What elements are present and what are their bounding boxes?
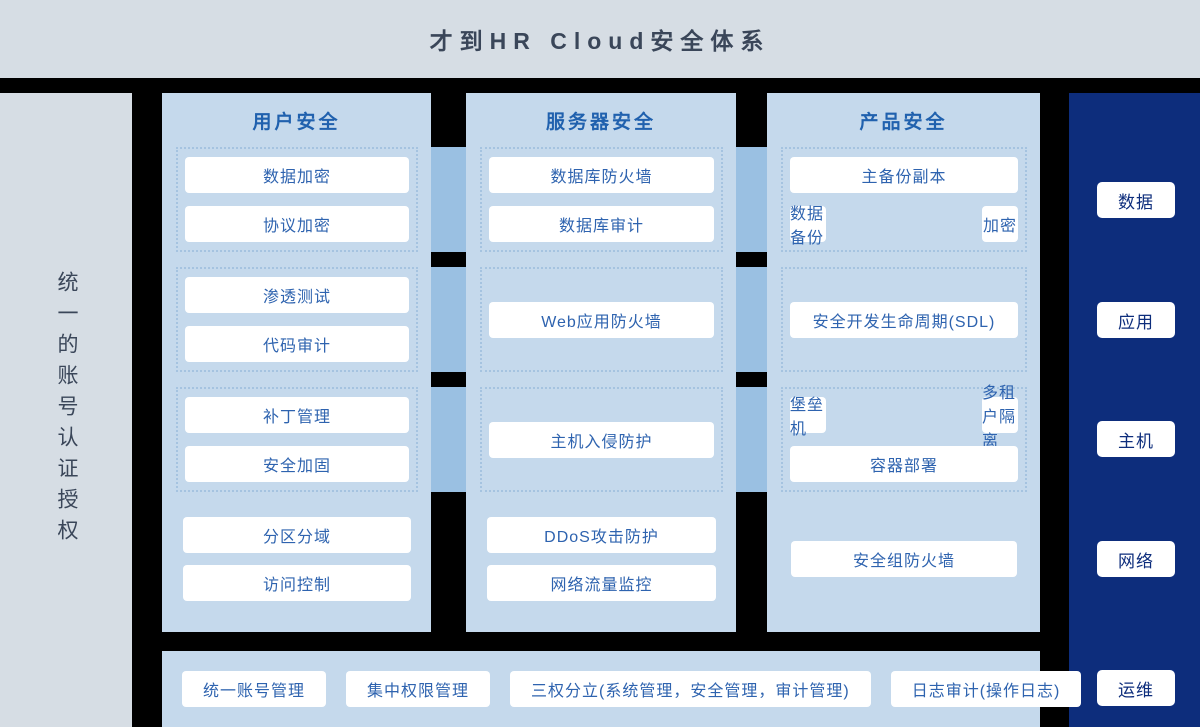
column-header: 服务器安全	[545, 111, 656, 133]
column-user-security: 用户安全 数据加密 协议加密 渗透测试 代码审计 补丁管理 安全加固 分区分域 …	[162, 93, 431, 632]
item-button[interactable]: 安全加固	[185, 446, 409, 482]
group-box: 渗透测试 代码审计	[176, 267, 418, 372]
item-button[interactable]: 渗透测试	[185, 277, 409, 313]
item-button[interactable]: 加密	[982, 206, 1018, 242]
rail-item-application[interactable]: 应用	[1097, 302, 1175, 338]
item-button[interactable]: DDoS攻击防护	[487, 517, 716, 553]
connector-band	[431, 147, 466, 252]
connector-band	[736, 147, 767, 252]
connector-band	[736, 267, 767, 372]
item-button[interactable]: 补丁管理	[185, 397, 409, 433]
bottom-bar: 统一账号管理 集中权限管理 三权分立(系统管理，安全管理，审计管理) 日志审计(…	[162, 651, 1082, 727]
column-footer: DDoS攻击防护 网络流量监控	[487, 517, 716, 601]
title-bar: 才到HR Cloud安全体系	[0, 0, 1200, 78]
item-button[interactable]: 三权分立(系统管理，安全管理，审计管理)	[510, 671, 871, 707]
group-box: 主备份副本 数据备份 加密	[781, 147, 1027, 252]
group-box: Web应用防火墙	[480, 267, 723, 372]
item-button[interactable]: 安全开发生命周期(SDL)	[790, 301, 1018, 338]
rail-item-host[interactable]: 主机	[1097, 421, 1175, 457]
item-button[interactable]: 主机入侵防护	[489, 421, 714, 458]
item-button[interactable]: 集中权限管理	[346, 671, 491, 707]
left-sidebar-label: 统一的账号认证授权	[55, 270, 78, 550]
group-box: 安全开发生命周期(SDL)	[781, 267, 1027, 372]
column-header: 用户安全	[252, 111, 341, 133]
connector-band	[736, 387, 767, 492]
item-button[interactable]: Web应用防火墙	[489, 301, 714, 338]
item-button[interactable]: 代码审计	[185, 326, 409, 362]
column-header: 产品安全	[859, 111, 948, 133]
page-title: 才到HR Cloud安全体系	[429, 28, 771, 54]
item-button[interactable]: 访问控制	[183, 565, 411, 601]
item-button[interactable]: 数据备份	[790, 206, 826, 247]
item-button[interactable]: 数据库审计	[489, 206, 714, 242]
connector-band	[431, 267, 466, 372]
item-button[interactable]: 堡垒机	[790, 397, 826, 438]
item-button[interactable]: 数据加密	[185, 157, 409, 193]
item-button[interactable]: 安全组防火墙	[791, 541, 1017, 577]
item-button[interactable]: 主备份副本	[790, 157, 1018, 193]
button-row: 堡垒机 多租户隔离	[790, 385, 1018, 450]
rail-item-network[interactable]: 网络	[1097, 541, 1175, 577]
item-button[interactable]: 分区分域	[183, 517, 411, 553]
group-box: 数据加密 协议加密	[176, 147, 418, 252]
column-server-security: 服务器安全 数据库防火墙 数据库审计 Web应用防火墙 主机入侵防护 DDoS攻…	[466, 93, 736, 632]
item-button[interactable]: 日志审计(操作日志)	[890, 671, 1082, 707]
item-button[interactable]: 容器部署	[790, 446, 1018, 482]
rail-item-data[interactable]: 数据	[1097, 182, 1175, 218]
right-sidebar: 数据 应用 主机 网络 运维	[1069, 93, 1200, 727]
column-product-security: 产品安全 主备份副本 数据备份 加密 安全开发生命周期(SDL) 堡垒机 多租户…	[767, 93, 1040, 632]
rail-item-operations[interactable]: 运维	[1097, 670, 1175, 706]
group-box: 补丁管理 安全加固	[176, 387, 418, 492]
group-box: 堡垒机 多租户隔离 容器部署	[781, 385, 1027, 492]
button-row: 数据备份 加密	[790, 206, 1018, 247]
group-box: 数据库防火墙 数据库审计	[480, 147, 723, 252]
item-button[interactable]: 多租户隔离	[982, 385, 1018, 450]
column-footer: 安全组防火墙	[791, 541, 1017, 577]
item-button[interactable]: 数据库防火墙	[489, 157, 714, 193]
item-button[interactable]: 协议加密	[185, 206, 409, 242]
left-sidebar: 统一的账号认证授权	[0, 93, 132, 727]
item-button[interactable]: 统一账号管理	[182, 671, 327, 707]
connector-band	[431, 387, 466, 492]
item-button[interactable]: 网络流量监控	[487, 565, 716, 601]
group-box: 主机入侵防护	[480, 387, 723, 492]
column-footer: 分区分域 访问控制	[183, 517, 411, 601]
